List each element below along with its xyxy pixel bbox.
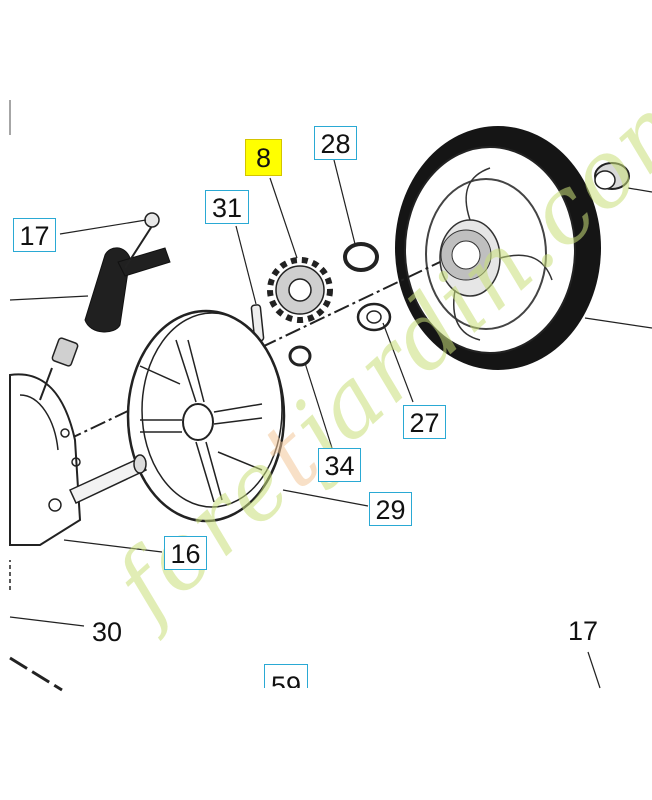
rear-wheel: [395, 126, 652, 370]
leader-lines: [9, 159, 601, 689]
washer-28: [343, 242, 379, 272]
callout-8[interactable]: 8: [245, 139, 282, 176]
callout-59-text: 59: [270, 671, 302, 689]
hub-cover: [126, 309, 286, 523]
axle-shaft: [69, 454, 148, 505]
label-17-bottom[interactable]: 17: [568, 616, 599, 646]
wheel-gear: [440, 229, 492, 281]
callout-34[interactable]: 34: [318, 448, 361, 482]
callout-31[interactable]: 31: [205, 190, 249, 224]
drive-housing: [9, 337, 148, 590]
callout-27[interactable]: 27: [403, 405, 446, 439]
washer-27: [356, 302, 392, 332]
callout-17-top[interactable]: 17: [13, 218, 56, 252]
hub-nut: [594, 162, 652, 193]
clip-34: [288, 345, 312, 367]
callout-59[interactable]: 59: [264, 664, 308, 688]
callout-29[interactable]: 29: [369, 492, 412, 526]
label-30[interactable]: 30: [92, 617, 123, 647]
callout-16[interactable]: 16: [164, 536, 207, 570]
callout-28[interactable]: 28: [314, 126, 357, 160]
spring-bolt: [39, 337, 79, 401]
height-lever: [84, 212, 171, 333]
pinion-gear: [267, 257, 333, 323]
